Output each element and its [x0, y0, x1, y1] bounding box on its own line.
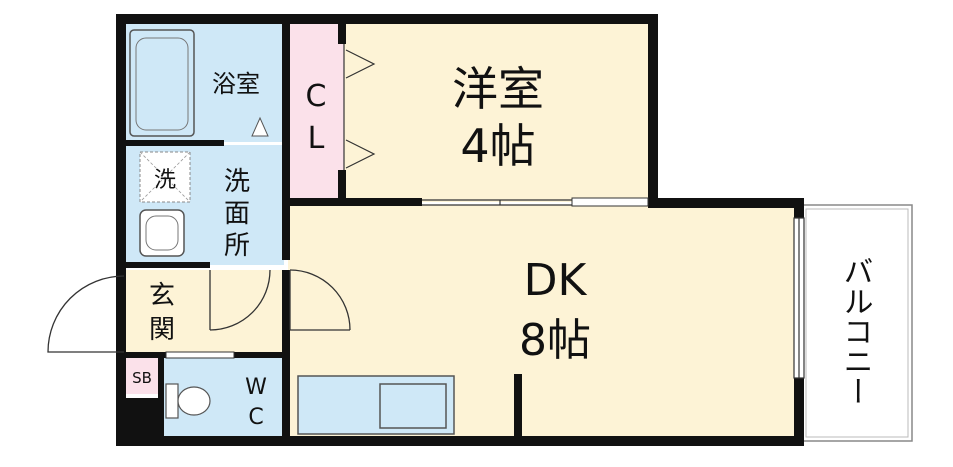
drain-triangle [251, 116, 269, 137]
bathtub [129, 29, 195, 137]
bath-label: 浴室 [212, 70, 260, 98]
washroom-label-3: 所 [224, 231, 250, 261]
washer-label: 洗 [154, 168, 176, 193]
dk-size: 8帖 [519, 315, 591, 366]
balcony-outline [801, 204, 913, 442]
sink [379, 383, 447, 429]
shoebox-floor [124, 358, 160, 394]
wash-basin [139, 209, 185, 257]
entrance-floor [124, 270, 204, 352]
balcony-inner [805, 208, 909, 438]
western-room-name: 洋室 [452, 62, 544, 116]
hall-floor [204, 270, 284, 352]
closet-label-l: L [308, 121, 325, 156]
washroom-label-1: 洗 [224, 167, 250, 197]
sliding-door [422, 199, 572, 206]
closet-label-c: C [306, 79, 327, 114]
balcony-window [793, 217, 805, 379]
toilet-door [165, 351, 235, 359]
western-room-floor [344, 22, 652, 202]
toilet-tank [165, 383, 179, 419]
western-room-size: 4帖 [460, 119, 535, 173]
toilet-label-c: C [248, 405, 263, 430]
balcony-label: バルコニー [838, 256, 873, 406]
shoebox-label: SB [132, 369, 152, 387]
entrance-label-2: 関 [149, 315, 175, 345]
toilet-bowl [177, 386, 211, 416]
kitchen-counter [297, 375, 455, 435]
door-swings [47, 269, 351, 353]
entrance-label-1: 玄 [149, 281, 175, 311]
toilet-label-w: W [245, 375, 267, 400]
closet-doors [343, 44, 376, 170]
washroom-label-2: 面 [224, 199, 250, 229]
dk-name: DK [524, 255, 588, 306]
closet-floor [288, 22, 344, 202]
